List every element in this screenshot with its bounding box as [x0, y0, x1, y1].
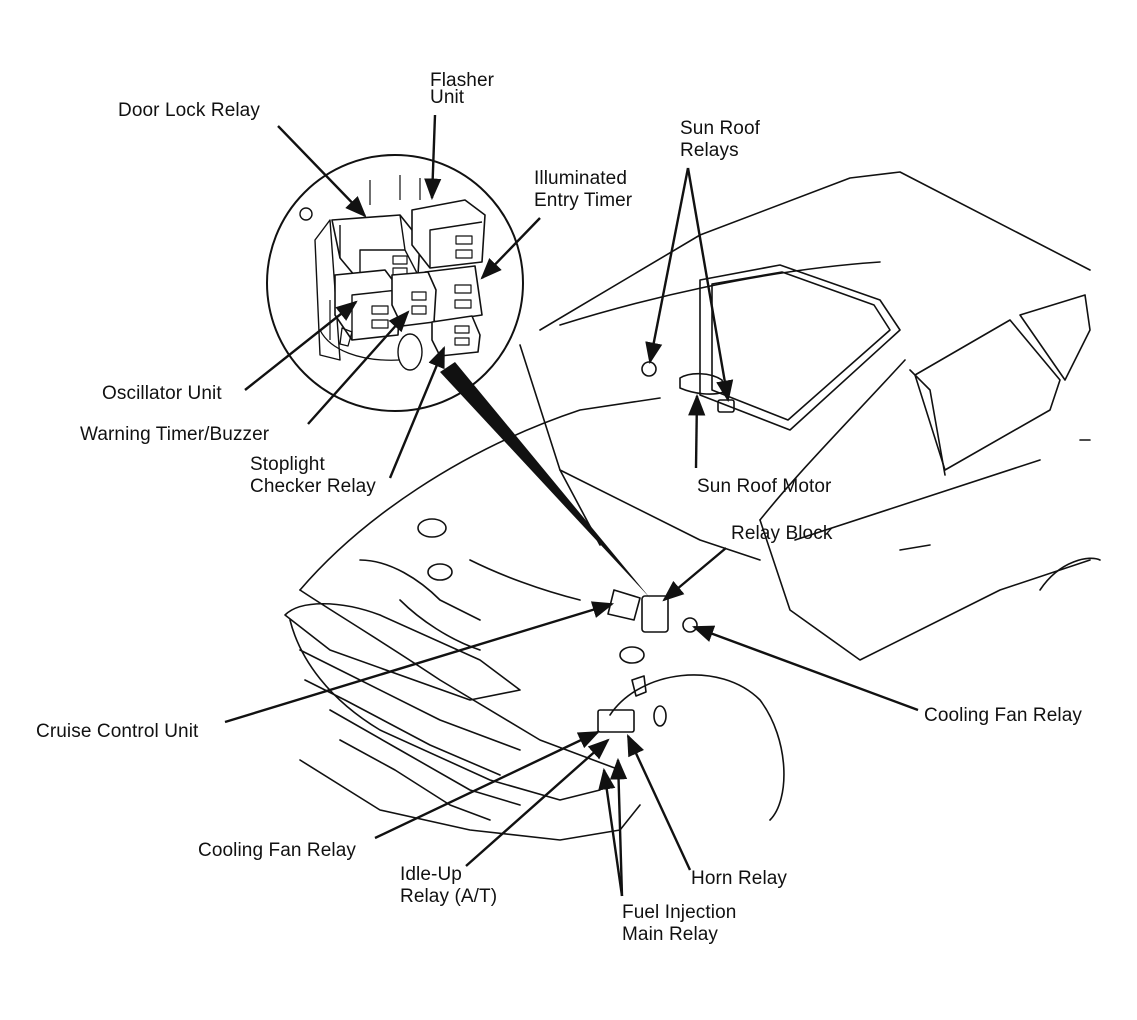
label-flasher-unit: Flasher Unit — [430, 70, 495, 108]
relay-detail-callout — [266, 154, 524, 412]
arrow-cooling-left — [374, 730, 600, 840]
arrow-door-lock — [277, 125, 367, 218]
arrow-sunroof-relay-1 — [645, 167, 690, 365]
leader-arrows — [224, 114, 919, 897]
arrow-sunroof-motor — [688, 393, 706, 469]
arrow-horn — [626, 734, 692, 871]
arrow-cooling-right — [691, 625, 919, 712]
label-fuel-injection-main-relay: Fuel Injection Main Relay — [622, 902, 737, 945]
arrow-stoplight — [388, 346, 446, 479]
label-relay-block: Relay Block — [731, 523, 833, 544]
arrow-warning — [307, 310, 410, 425]
arrow-oscillator — [244, 300, 358, 391]
label-warning-timer-buzzer: Warning Timer/Buzzer — [80, 424, 270, 445]
label-sun-roof-motor: Sun Roof Motor — [697, 476, 832, 497]
label-door-lock-relay: Door Lock Relay — [118, 100, 260, 121]
label-cooling-fan-relay-right: Cooling Fan Relay — [924, 705, 1083, 726]
label-sun-roof-relays: Sun Roof Relays — [680, 118, 761, 161]
arrow-fuel-2 — [609, 757, 628, 897]
zoom-wedge — [440, 362, 650, 598]
label-horn-relay: Horn Relay — [691, 868, 788, 889]
arrow-fuel-1 — [598, 767, 624, 897]
label-cooling-fan-relay-left: Cooling Fan Relay — [198, 840, 357, 861]
label-idle-up-relay: Idle-Up Relay (A/T) — [400, 864, 498, 907]
label-cruise-control-unit: Cruise Control Unit — [36, 721, 199, 742]
arrow-cruise — [224, 601, 615, 724]
label-stoplight-checker-relay: Stoplight Checker Relay — [250, 454, 376, 497]
arrow-relay-block — [662, 547, 727, 602]
label-oscillator-unit: Oscillator Unit — [102, 383, 222, 404]
arrow-idle-up — [465, 738, 610, 867]
car-body — [284, 171, 1101, 841]
label-illuminated-entry-timer: Illuminated Entry Timer — [534, 168, 633, 211]
arrow-sunroof-relay-2 — [686, 167, 734, 403]
arrow-illuminated — [480, 217, 541, 280]
arrow-flasher — [424, 114, 442, 201]
